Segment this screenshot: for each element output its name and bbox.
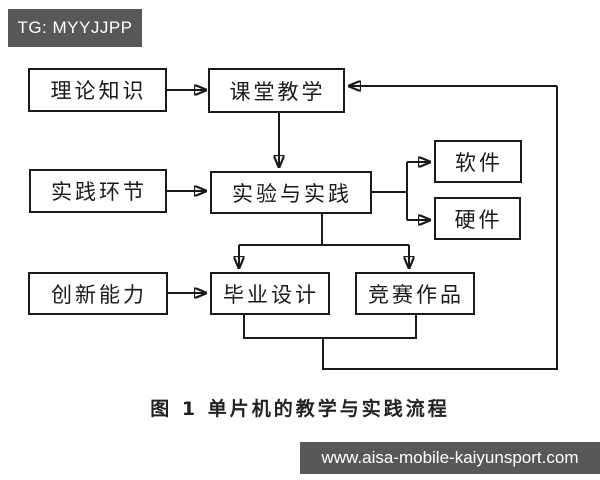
node-practice-label: 实践环节	[51, 180, 147, 204]
node-classroom-teaching: 课堂教学	[208, 68, 345, 113]
node-innovation-ability: 创新能力	[28, 272, 168, 315]
node-competition-works: 竞赛作品	[355, 272, 475, 315]
telegram-watermark-text: TG: MYYJJPP	[17, 18, 133, 37]
node-practice-session: 实践环节	[29, 169, 167, 213]
node-hardware-label: 硬件	[454, 207, 503, 232]
node-hardware: 硬件	[434, 197, 521, 240]
node-innovation-label: 创新能力	[51, 282, 147, 307]
telegram-watermark-badge: TG: MYYJJPP	[8, 9, 142, 47]
edge-feedback-loop-line	[243, 86, 558, 370]
website-watermark-badge: www.aisa-mobile-kaiyunsport.com	[300, 442, 600, 474]
node-theory-knowledge: 理论知识	[28, 68, 167, 112]
edge-experiment-split-line	[239, 214, 409, 246]
node-graduation-label: 毕业设计	[223, 282, 319, 307]
node-experiment-practice: 实验与实践	[210, 171, 372, 214]
node-software: 软件	[434, 140, 522, 183]
node-graduation-design: 毕业设计	[210, 272, 330, 315]
node-software-label: 软件	[455, 150, 503, 175]
node-theory-label: 理论知识	[50, 79, 147, 103]
edge-experiment-branch-line	[372, 162, 408, 220]
node-classroom-label: 课堂教学	[229, 79, 326, 104]
website-watermark-text: www.aisa-mobile-kaiyunsport.com	[321, 448, 579, 467]
node-competition-label: 竞赛作品	[368, 282, 464, 307]
node-experiment-label: 实验与实践	[232, 181, 352, 206]
figure-caption: 图 1 单片机的教学与实践流程	[150, 398, 450, 420]
